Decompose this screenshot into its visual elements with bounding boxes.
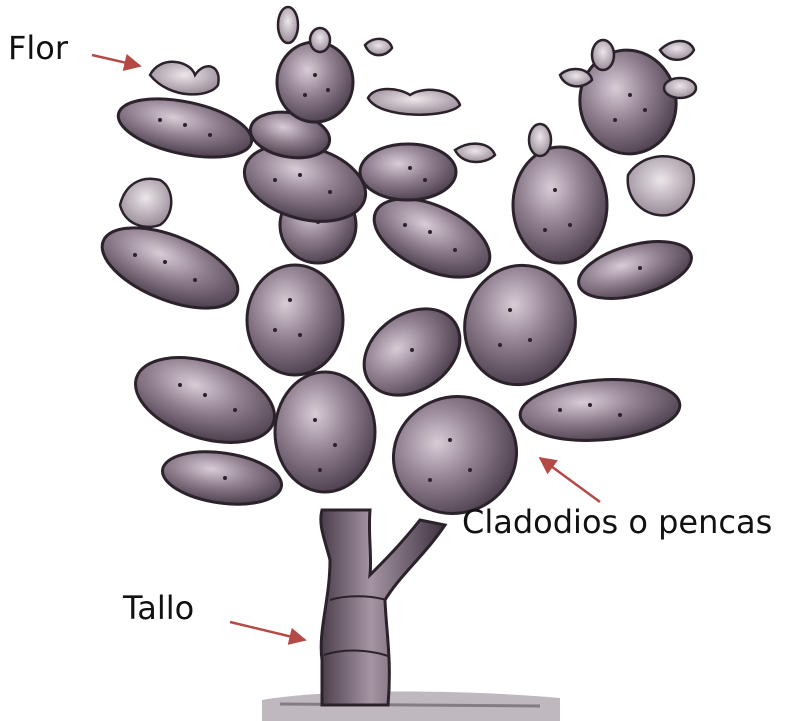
flower	[660, 41, 694, 60]
flower	[120, 179, 171, 227]
cladode	[518, 374, 682, 445]
cladode	[360, 144, 456, 200]
ground	[262, 692, 560, 721]
bud	[529, 124, 551, 156]
flower	[560, 69, 592, 86]
stem-arrow	[230, 622, 305, 640]
flower-arrow	[92, 55, 140, 66]
flower	[455, 144, 495, 162]
cladode	[277, 42, 353, 122]
flower	[150, 62, 219, 95]
bud	[592, 40, 614, 70]
bud	[664, 78, 696, 98]
bud	[310, 28, 330, 52]
cladode	[362, 183, 501, 293]
label-cladodes: Cladodios o pencas	[462, 506, 772, 538]
bud	[278, 7, 298, 43]
flower	[365, 39, 392, 55]
cladode-arrow	[540, 458, 600, 502]
cladode	[159, 445, 285, 511]
flower	[628, 156, 694, 215]
cladode	[91, 211, 248, 324]
label-flower: Flor	[8, 32, 68, 64]
cladode	[113, 88, 257, 167]
cladode	[247, 265, 343, 375]
flower	[368, 89, 460, 115]
cladode	[513, 147, 607, 263]
cladodes	[91, 42, 697, 531]
cladode	[275, 372, 375, 492]
label-stem: Tallo	[123, 592, 194, 624]
stem	[321, 510, 445, 705]
cladode	[572, 42, 685, 161]
